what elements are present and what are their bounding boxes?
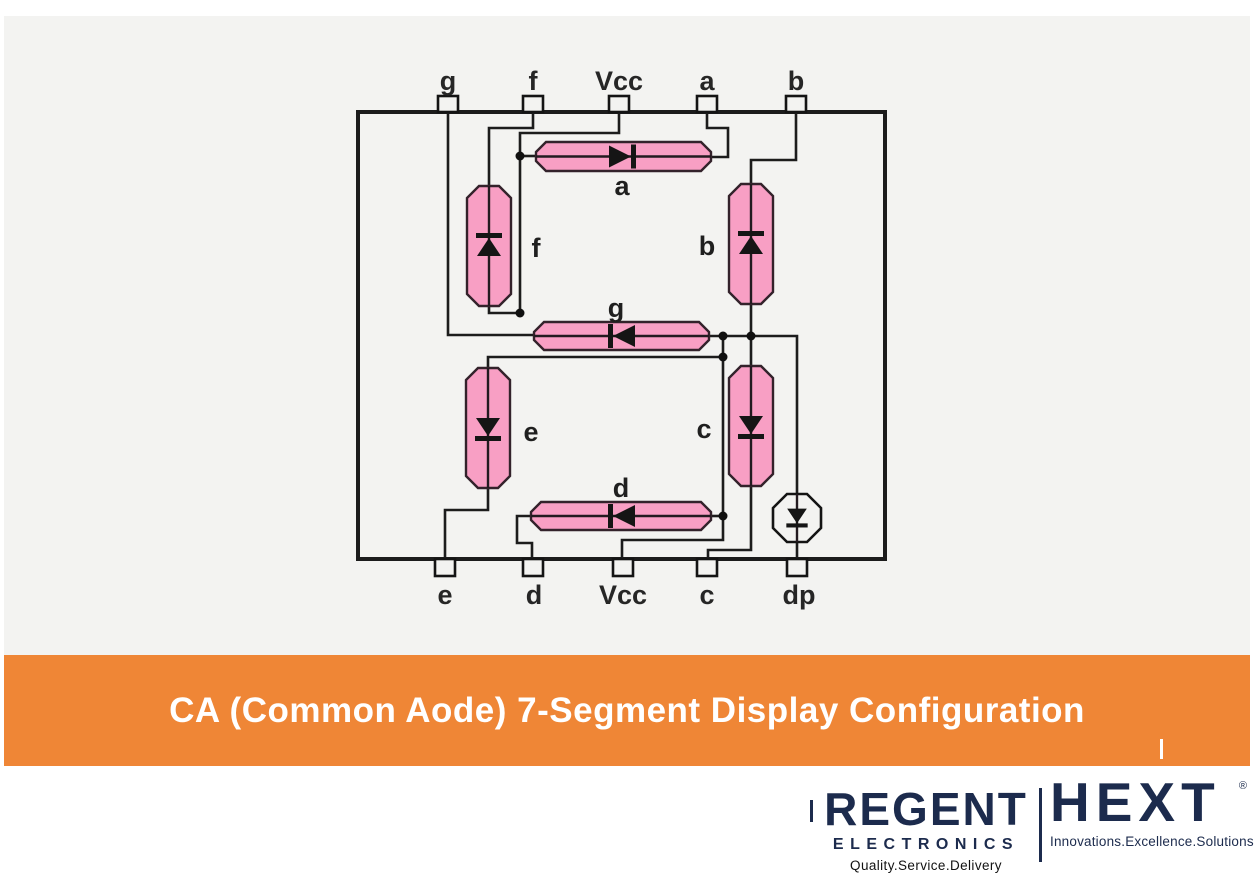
segment-c bbox=[727, 364, 775, 488]
pin-c bbox=[695, 557, 719, 578]
regent-logo-tagline: Quality.Service.Delivery bbox=[850, 857, 1002, 873]
pin-f bbox=[521, 94, 545, 114]
pin-g bbox=[436, 94, 460, 114]
junction-dot bbox=[746, 331, 756, 341]
wire-pin-e bbox=[443, 488, 490, 559]
pin-d bbox=[521, 557, 545, 578]
segment-d bbox=[529, 500, 713, 532]
pin-label-c: c bbox=[699, 580, 714, 610]
pin-label-b: b bbox=[788, 66, 805, 96]
pin-label-d: d bbox=[526, 580, 543, 610]
segment-e bbox=[464, 366, 512, 490]
registered-trademark-icon: ® bbox=[1238, 780, 1247, 792]
pin-label-vcc-bottom: Vcc bbox=[599, 580, 647, 610]
hext-logo-name: HEXT bbox=[1050, 771, 1221, 833]
wire-pin-c bbox=[706, 486, 753, 559]
junction-dot bbox=[515, 151, 525, 161]
wire-vcc-bottom bbox=[620, 336, 725, 559]
title-banner: CA (Common Aode) 7-Segment Display Confi… bbox=[4, 655, 1250, 766]
regent-logo-mark-icon bbox=[810, 800, 813, 822]
segment-dp bbox=[771, 492, 823, 544]
wire-g-anode-rail bbox=[709, 334, 799, 494]
segment-label-e: e bbox=[523, 417, 538, 447]
segment-labels: a f b g e c d bbox=[523, 171, 715, 503]
wire-f-anode bbox=[487, 306, 520, 315]
hext-logo-tagline: Innovations.Excellence.Solutions bbox=[1050, 833, 1254, 849]
regent-logo-name: REGENT bbox=[824, 783, 1028, 835]
pin-vcc-bottom bbox=[611, 557, 635, 578]
segment-b bbox=[727, 182, 775, 306]
seven-segment-schematic: g f Vcc a b e d Vcc c dp a f b g e c d bbox=[356, 66, 887, 610]
segment-label-g: g bbox=[608, 293, 625, 323]
pin-label-a: a bbox=[699, 66, 715, 96]
wire-pin-a bbox=[705, 112, 730, 159]
pin-b bbox=[784, 94, 808, 114]
pin-label-vcc-top: Vcc bbox=[595, 66, 643, 96]
pin-labels: g f Vcc a b e d Vcc c dp bbox=[437, 66, 815, 610]
segment-g bbox=[532, 320, 711, 352]
pin-vcc-top bbox=[607, 94, 631, 114]
junction-dots bbox=[515, 151, 756, 521]
segment-f bbox=[465, 184, 513, 308]
pin-a bbox=[695, 94, 719, 114]
segment-label-c: c bbox=[696, 414, 711, 444]
pin-dp bbox=[785, 557, 809, 578]
wire-e-anode-rail bbox=[486, 355, 723, 368]
junction-dot bbox=[718, 511, 728, 521]
pin-e bbox=[433, 557, 457, 578]
pin-label-dp: dp bbox=[783, 580, 816, 610]
segment-label-b: b bbox=[699, 231, 716, 261]
segment-label-f: f bbox=[532, 233, 542, 263]
pin-label-f: f bbox=[529, 66, 539, 96]
regent-logo-division: ELECTRONICS bbox=[832, 835, 1020, 853]
pin-label-e: e bbox=[437, 580, 452, 610]
junction-dot bbox=[718, 331, 728, 341]
pin-label-g: g bbox=[440, 66, 457, 96]
wire-pin-d bbox=[515, 514, 534, 559]
package-pins bbox=[433, 94, 809, 578]
page-title: CA (Common Aode) 7-Segment Display Confi… bbox=[169, 690, 1085, 730]
wire-pin-b bbox=[749, 112, 798, 184]
logo-divider bbox=[1039, 788, 1042, 862]
junction-dot bbox=[718, 352, 728, 362]
segment-label-a: a bbox=[614, 171, 630, 201]
footer: REGENT ELECTRONICS Quality.Service.Deliv… bbox=[0, 766, 1255, 887]
wiring bbox=[443, 112, 799, 559]
segment-a bbox=[534, 140, 713, 173]
text-cursor-tick bbox=[1160, 739, 1163, 759]
regent-logo: REGENT ELECTRONICS Quality.Service.Deliv… bbox=[810, 783, 1040, 873]
wire-pin-g bbox=[446, 112, 536, 337]
wire-vcc-top bbox=[518, 112, 621, 313]
segment-label-d: d bbox=[613, 473, 630, 503]
junction-dot bbox=[515, 308, 525, 318]
wire-pin-f bbox=[487, 112, 535, 186]
hext-logo: HEXT ® Innovations.Excellence.Solutions bbox=[1050, 771, 1254, 849]
